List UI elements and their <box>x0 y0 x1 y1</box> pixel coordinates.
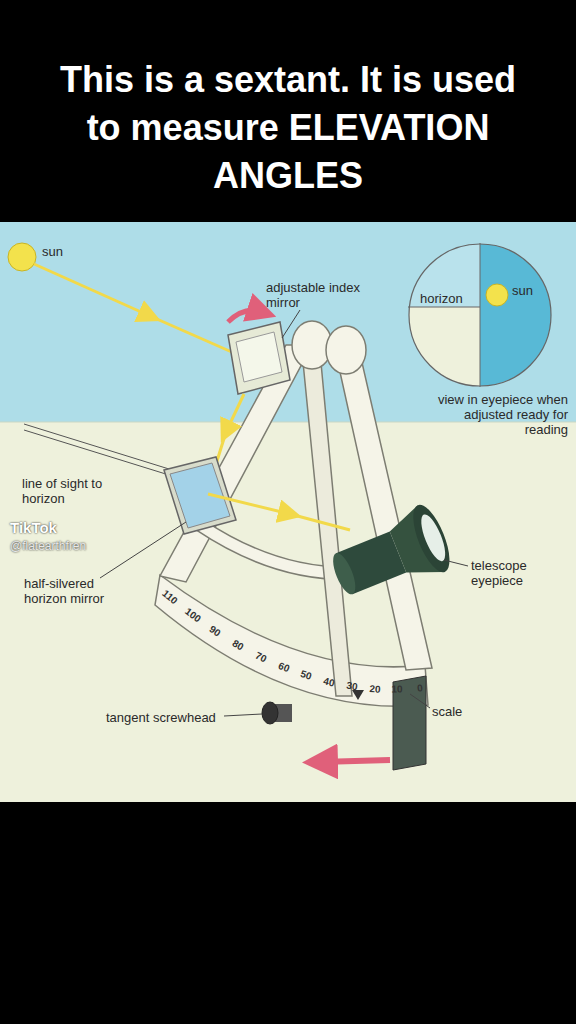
part-label: sun <box>42 244 102 259</box>
mirror-face <box>236 332 282 382</box>
horizon-mirror <box>170 463 230 528</box>
circle-outline <box>408 243 552 387</box>
scale-number: 20 <box>369 683 381 695</box>
scale-number: 30 <box>345 680 358 693</box>
scale-number: 10 <box>392 684 403 695</box>
reflected-ray <box>226 394 244 432</box>
leader-line <box>282 310 300 338</box>
index-mirror <box>228 322 290 394</box>
view-quadrants <box>408 243 552 387</box>
eyepiece-ray <box>290 514 350 530</box>
leader-line <box>224 714 262 716</box>
telescope-end <box>329 550 360 597</box>
watermark: TikTok <box>10 519 57 536</box>
eyepiece-view-circle: horizon sun <box>408 243 552 387</box>
eyepiece-ray <box>208 494 290 514</box>
leader-line <box>444 560 468 566</box>
part-label: telescope eyepiece <box>471 558 561 588</box>
eyepiece-rim <box>406 500 457 576</box>
horizon-line <box>408 307 480 308</box>
title-text: This is a sextant. It is used to measure… <box>58 56 518 200</box>
scale-number: 0 <box>417 682 424 693</box>
sun-ray <box>150 316 234 353</box>
part-label: half-silvered horizon mirror <box>24 576 134 606</box>
note-label: view in eyepiece when adjusted ready for… <box>418 392 568 437</box>
sun-symbol <box>486 284 508 306</box>
motion-arrow <box>320 760 390 762</box>
part-label: tangent screwhead <box>106 710 236 725</box>
sky-quadrant <box>408 243 480 307</box>
leader-line <box>410 694 430 708</box>
motion-arrow <box>228 310 262 322</box>
leader-line <box>100 522 186 578</box>
watermark: @flatearthfren <box>10 539 86 553</box>
part-label: adjustable index mirror <box>266 280 376 310</box>
sea-quadrant <box>408 307 480 387</box>
telescope <box>323 500 457 610</box>
sun-ray <box>34 264 150 316</box>
view-label: sun <box>512 283 533 298</box>
ground-band <box>0 422 576 802</box>
pivot <box>326 326 366 374</box>
view-label: horizon <box>420 291 463 306</box>
scale-arc <box>155 575 428 706</box>
mirror-half <box>480 243 552 387</box>
horizon-mirror-frame <box>164 457 236 534</box>
sun-symbol <box>8 243 36 271</box>
eyepiece-lens <box>416 512 450 564</box>
divider-line <box>480 243 481 387</box>
view-circle-border <box>409 244 551 386</box>
part-label: line of sight to horizon <box>22 476 122 506</box>
part-label: scale <box>432 704 492 719</box>
tangent-screw-knob <box>262 702 278 724</box>
